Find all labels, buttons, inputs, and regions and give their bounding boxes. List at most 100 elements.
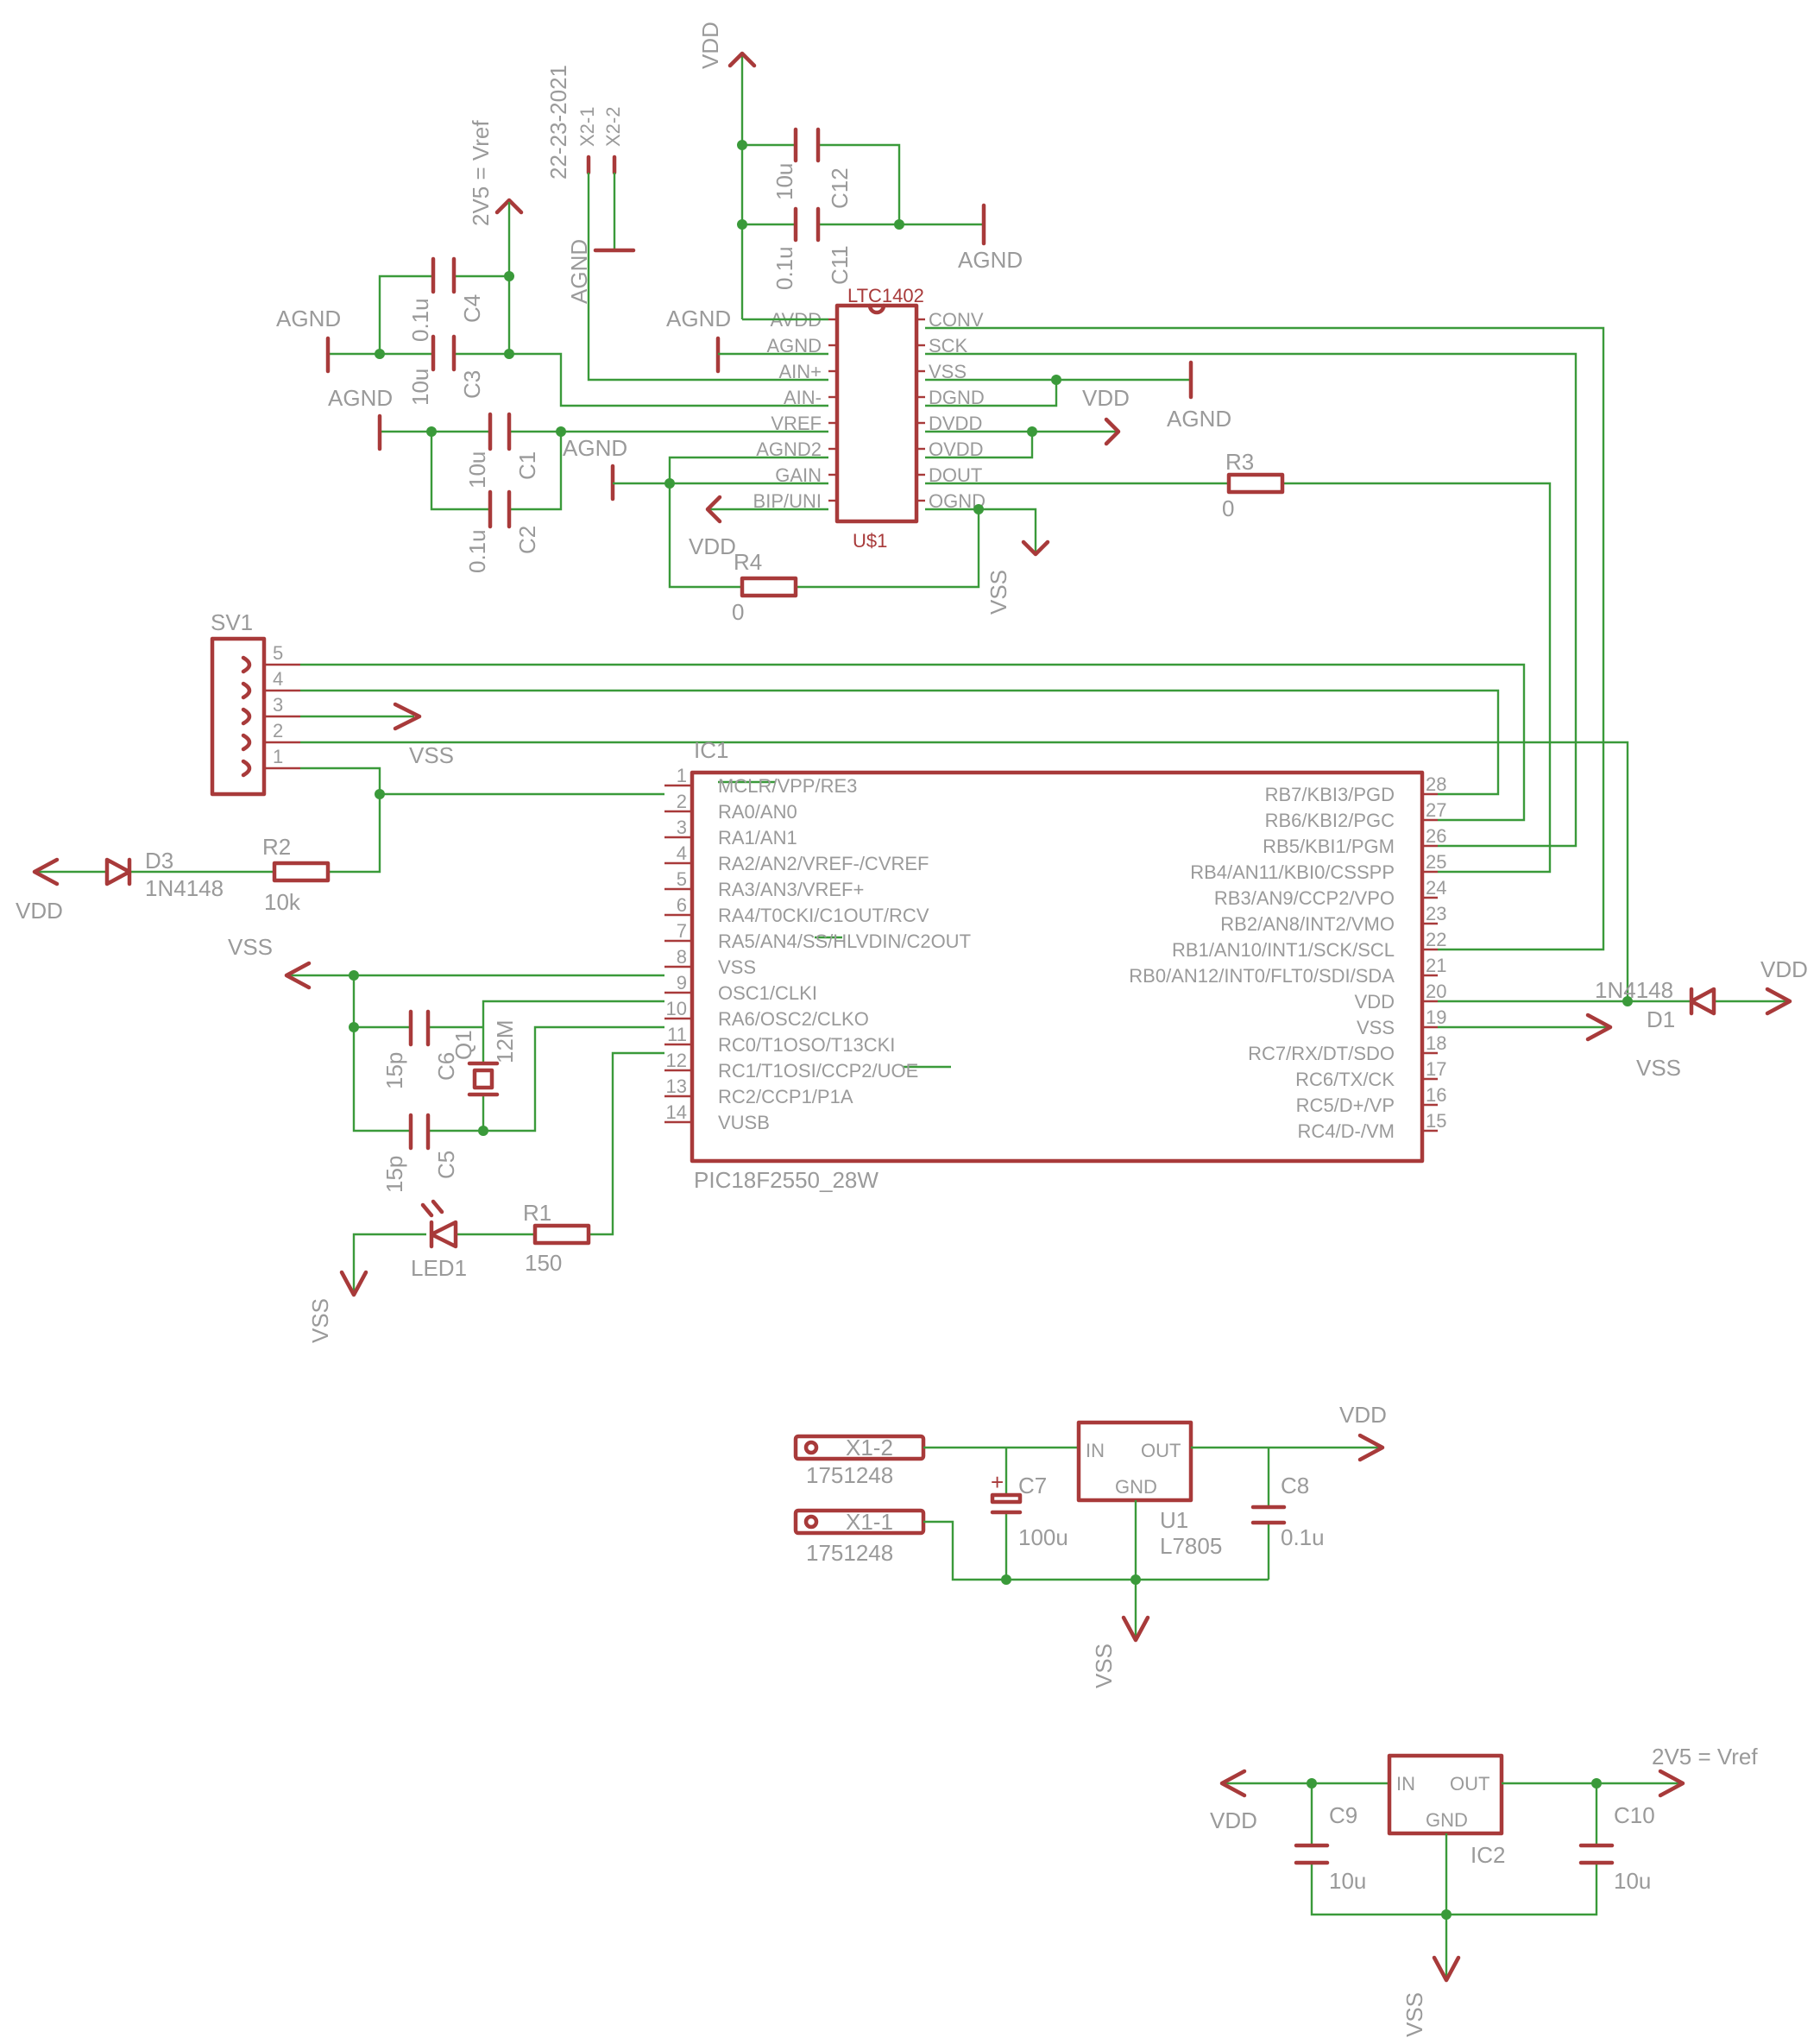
mcu-right-pin-label: RB1/AN10/INT1/SCK/SCL [1172,939,1395,961]
mcu-right-pins: 28RB7/KBI3/PGD27RB6/KBI2/PGC26RB5/KBI1/P… [1129,773,1446,1142]
mcu-right-pin-label: VDD [1355,991,1395,1013]
mcu-left-pin-number: 9 [677,972,687,994]
d1-diode [1689,987,1716,1016]
q1-crystal [467,1061,500,1097]
d1-ref: D1 [1647,1006,1675,1032]
vdd-supply-arrow [1104,417,1121,446]
mclr-network-d3-r2: VDD D3 1N4148 R2 10k [16,834,331,924]
mcu-left-pin-label: VSS [718,956,756,978]
vss-supply-arrow [1021,539,1050,557]
mcu-right-pin-number: 20 [1426,981,1446,1002]
mcu-right-pin-number: 22 [1426,929,1446,950]
vss-supply-arrow [393,702,422,731]
c4-capacitor [431,256,457,294]
q1-ref: Q1 [450,1030,476,1060]
mcu-left-pin-number: 11 [667,1024,687,1045]
mcu-left-pin-number: 3 [677,817,687,838]
c3-capacitor [431,334,457,372]
vss-supply-arrow [1585,1013,1613,1042]
vss-net-label: VSS [1636,1055,1681,1081]
mcu-ref: IC1 [694,737,728,763]
mcu-right-pin-label: RC6/TX/CK [1295,1069,1395,1090]
c4-ref: C4 [459,294,485,323]
oscillator-network: VSS 15p C6 15p C5 Q1 12M [228,934,664,1193]
vss-supply-arrow [339,1270,368,1297]
d3-diode [104,857,132,886]
u1-in-label: IN [1086,1440,1105,1461]
mcu-left-pin-number: 1 [677,765,687,786]
vref-net-label: 2V5 = Vref [1652,1744,1758,1770]
r2-ref: R2 [262,834,291,860]
r1-value: 150 [525,1250,562,1276]
ic2-out-label: OUT [1450,1773,1489,1795]
mcu-right-pin-label: RB2/AN8/INT2/VMO [1220,913,1395,935]
c11-capacitor [793,206,821,243]
agnd-net-label: AGND [566,239,592,304]
mcu-right-pin-number: 17 [1426,1058,1446,1080]
mcu-right-pin-label: RC4/D-/VM [1298,1120,1395,1142]
agnd-net-label: AGND [1167,406,1231,432]
adc-ltc1402: LTC1402 U$1 AVDDAGNDAIN+AIN-VREFAGND2GAI… [563,285,1605,951]
vss-supply-arrow [1432,1955,1461,1983]
ic2-in-label: IN [1396,1773,1415,1795]
c3-ref: C3 [459,370,485,399]
mcu-right-pin-label: RB4/AN11/KBI0/CSSPP [1190,861,1395,883]
mcu-right-pin-number: 15 [1426,1110,1446,1132]
mcu-left-pin-label: RA5/AN4/SS/HLVDIN/C2OUT [718,931,971,952]
c6-capacitor [408,1009,431,1047]
mcu-left-pin-number: 7 [677,920,687,942]
vref-net-label: 2V5 = Vref [468,120,494,226]
vdd-supply-arrow [1765,987,1792,1016]
mcu-right-pin-number: 19 [1426,1006,1446,1028]
vss-net-label: VSS [228,934,273,960]
mcu-right-pin-label: RB5/KBI1/PGM [1263,836,1395,857]
vdd-supply-arrow [1219,1769,1247,1798]
reference-ic2: VDD C9 10u IN OUT GND IC2 VSS C10 10u 2V… [1210,1744,1758,2037]
c11-value: 0.1u [771,246,797,290]
mcu-left-pin-label: RA2/AN2/VREF-/CVREF [718,853,929,874]
c1-ref: C1 [514,451,540,480]
c11-ref: C11 [827,245,853,285]
c9-value: 10u [1329,1868,1366,1894]
mcu-left-pin-label: OSC1/CLKI [718,982,817,1004]
sv1-pin-contact [241,759,252,778]
agnd-net-label: AGND [563,435,627,461]
u1-value: L7805 [1160,1533,1222,1559]
sv1-pin-contact [241,733,252,752]
mcu-right-pin-number: 28 [1426,773,1446,795]
c12-capacitor [793,127,821,163]
mcu-left-pin-number: 12 [666,1050,687,1071]
vdd-net-label: VDD [16,898,63,924]
mcu-left-pin-number: 6 [677,894,687,916]
adc-left-pin-label: VREF [771,413,822,434]
r2-resistor [272,861,331,883]
r1-resistor [532,1223,591,1246]
ic2-ref: IC2 [1470,1842,1505,1868]
supply-decoupling-c11-c12: VDD 10u C12 0.1u C11 AGND [697,22,1023,319]
agnd-net-label: AGND [328,385,393,411]
mcu-left-pin-number: 13 [666,1076,687,1097]
c2-capacitor [488,489,512,529]
c7-capacitor [990,1492,1023,1515]
d3-value: 1N4148 [145,875,224,901]
x2-pin2-label: X2-2 [602,107,624,147]
vss-supply-arrow [284,961,312,990]
mcu-left-pin-label: VUSB [718,1112,770,1133]
x2-part-name: 22-23-2021 [545,65,571,180]
c6-ref: C6 [433,1052,459,1081]
c4-value: 0.1u [407,298,433,342]
r4-resistor [740,576,798,598]
connector-x2: 22-23-2021 X2-1 X2-2 AGND [545,65,828,382]
mcu-right-pin-number: 23 [1426,903,1446,924]
c7-value: 100u [1018,1524,1068,1550]
sv1-pin-contact [241,655,252,674]
c8-value: 0.1u [1281,1524,1325,1550]
sv1-pin-contact [241,707,252,726]
mcu-left-pin-label: MCLR/VPP/RE3 [718,775,857,797]
u1-gnd-label: GND [1115,1476,1157,1498]
r4-ref: R4 [734,549,762,575]
